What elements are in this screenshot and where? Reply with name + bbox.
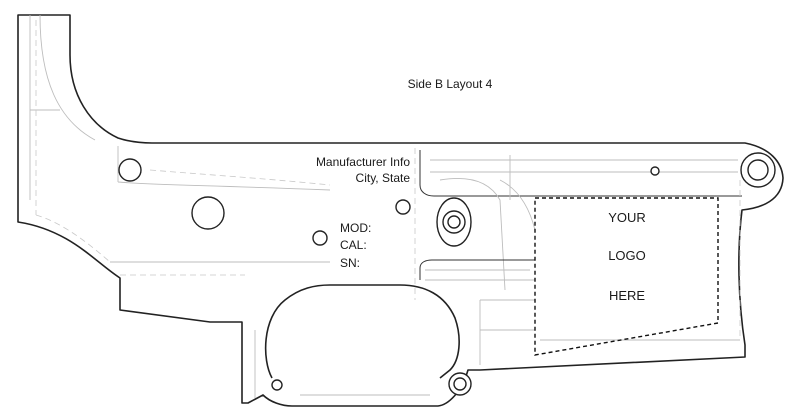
model-label: MOD: [340, 221, 371, 235]
takedown-pin-hole [118, 158, 142, 182]
hammer-pin-hole [395, 199, 411, 215]
magwell-rib [425, 177, 535, 291]
layout-title: Side B Layout 4 [408, 77, 493, 91]
logo-line-logo: LOGO [608, 248, 646, 263]
trigger-pin-hole [312, 230, 328, 246]
tang-hidden-line [35, 20, 111, 263]
guard-pin-hole [271, 379, 283, 391]
manufacturer-location: City, State [356, 171, 411, 185]
trigger-guard-opening [264, 284, 460, 379]
logo-line-here: HERE [609, 288, 645, 303]
logo-placeholder-box [534, 197, 719, 356]
body-top-contour [110, 146, 331, 263]
bolt-catch-hole [650, 166, 660, 176]
magwell-front-contour [419, 150, 742, 197]
rear-guard-hole [453, 377, 467, 391]
magwell-ledge [419, 259, 535, 280]
magwell-bottom-contour [479, 299, 740, 365]
mag-release-hole [447, 215, 461, 229]
pivot-pin-hole [747, 159, 769, 181]
manufacturer-info: Manufacturer Info [316, 155, 410, 169]
trigger-guard-inner-line [254, 330, 430, 398]
serial-label: SN: [340, 256, 360, 270]
magwell-hidden-line [414, 148, 741, 340]
selector-hole [191, 196, 225, 230]
magwell-top-rail [430, 155, 738, 231]
receiver-outline [17, 14, 784, 407]
tang-contour [29, 14, 96, 200]
body-hidden-line [120, 169, 331, 276]
logo-line-your: YOUR [608, 210, 646, 225]
caliber-label: CAL: [340, 238, 367, 252]
